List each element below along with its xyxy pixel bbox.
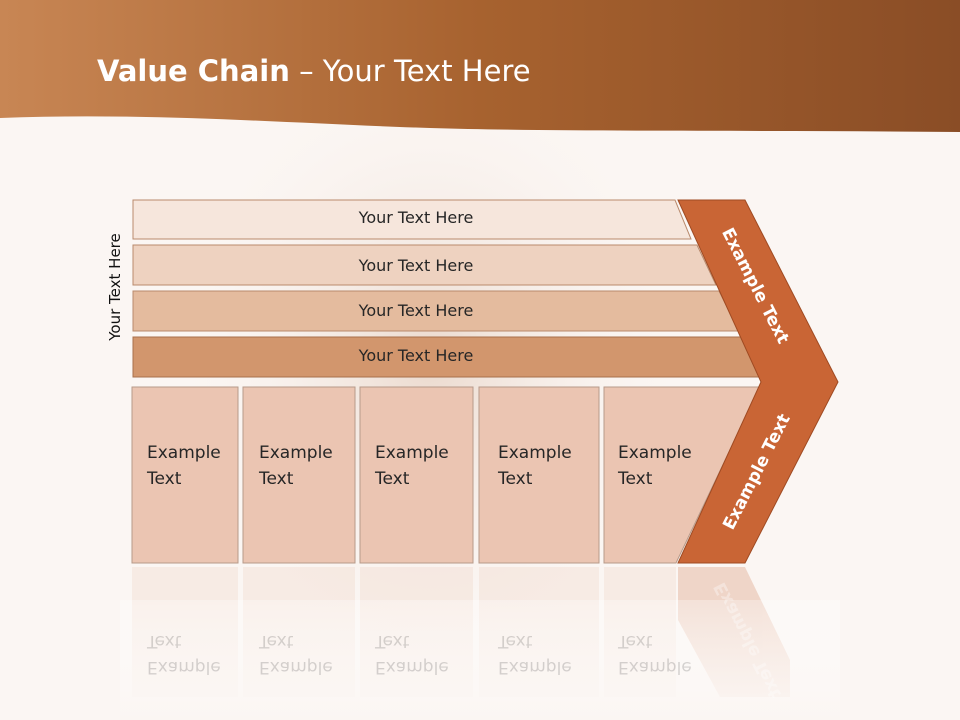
box-2-reflection-line1: Example xyxy=(259,657,333,677)
box-3-line1: Example xyxy=(375,443,449,463)
page-title: Value Chain – Your Text Here xyxy=(97,54,531,88)
box-2-reflection: Example Text xyxy=(259,628,333,680)
box-4-reflection: Example Text xyxy=(498,628,572,680)
row-1 xyxy=(132,199,692,240)
box-3-reflection-line1: Example xyxy=(375,657,449,677)
box-2-line2: Text xyxy=(259,469,294,489)
reflection-fade xyxy=(120,600,840,720)
box-2-text: Example Text xyxy=(259,440,333,492)
box-5-text: Example Text xyxy=(618,440,692,492)
box-4-reflection-line2: Text xyxy=(498,631,533,651)
box-3-text: Example Text xyxy=(375,440,449,492)
box-3-line2: Text xyxy=(375,469,410,489)
box-1-text: Example Text xyxy=(147,440,221,492)
box-1-reflection: Example Text xyxy=(147,628,221,680)
box-1 xyxy=(131,386,239,564)
box-4-reflection-line1: Example xyxy=(498,657,572,677)
box-5 xyxy=(603,386,761,564)
row-4-label: Your Text Here xyxy=(358,346,474,365)
box-3 xyxy=(359,386,474,564)
box-5-line2: Text xyxy=(618,469,653,489)
row-2-label: Your Text Here xyxy=(358,256,474,275)
box-4-line2: Text xyxy=(498,469,533,489)
box-2-reflection-line2: Text xyxy=(259,631,294,651)
box-4-line1: Example xyxy=(498,443,572,463)
box-3-reflection: Example Text xyxy=(375,628,449,680)
box-2-line1: Example xyxy=(259,443,333,463)
box-1-line1: Example xyxy=(147,443,221,463)
box-5-line1: Example xyxy=(618,443,692,463)
title-bold: Value Chain xyxy=(97,54,290,88)
row-3-label: Your Text Here xyxy=(358,301,474,320)
box-4 xyxy=(478,386,600,564)
header-band xyxy=(0,0,960,132)
box-2 xyxy=(242,386,356,564)
box-5-reflection-line1: Example xyxy=(618,657,692,677)
box-5-reflection: Example Text xyxy=(618,628,692,680)
box-3-reflection-line2: Text xyxy=(375,631,410,651)
chevron-arrow xyxy=(677,199,839,564)
box-1-reflection-line1: Example xyxy=(147,657,221,677)
box-5-reflection-line2: Text xyxy=(618,631,653,651)
box-1-reflection-line2: Text xyxy=(147,631,182,651)
row-1-label: Your Text Here xyxy=(358,208,474,227)
side-label: Your Text Here xyxy=(106,233,124,341)
title-rest: – Your Text Here xyxy=(289,54,531,88)
row-2 xyxy=(132,244,717,286)
box-4-text: Example Text xyxy=(498,440,572,492)
box-1-line2: Text xyxy=(147,469,182,489)
